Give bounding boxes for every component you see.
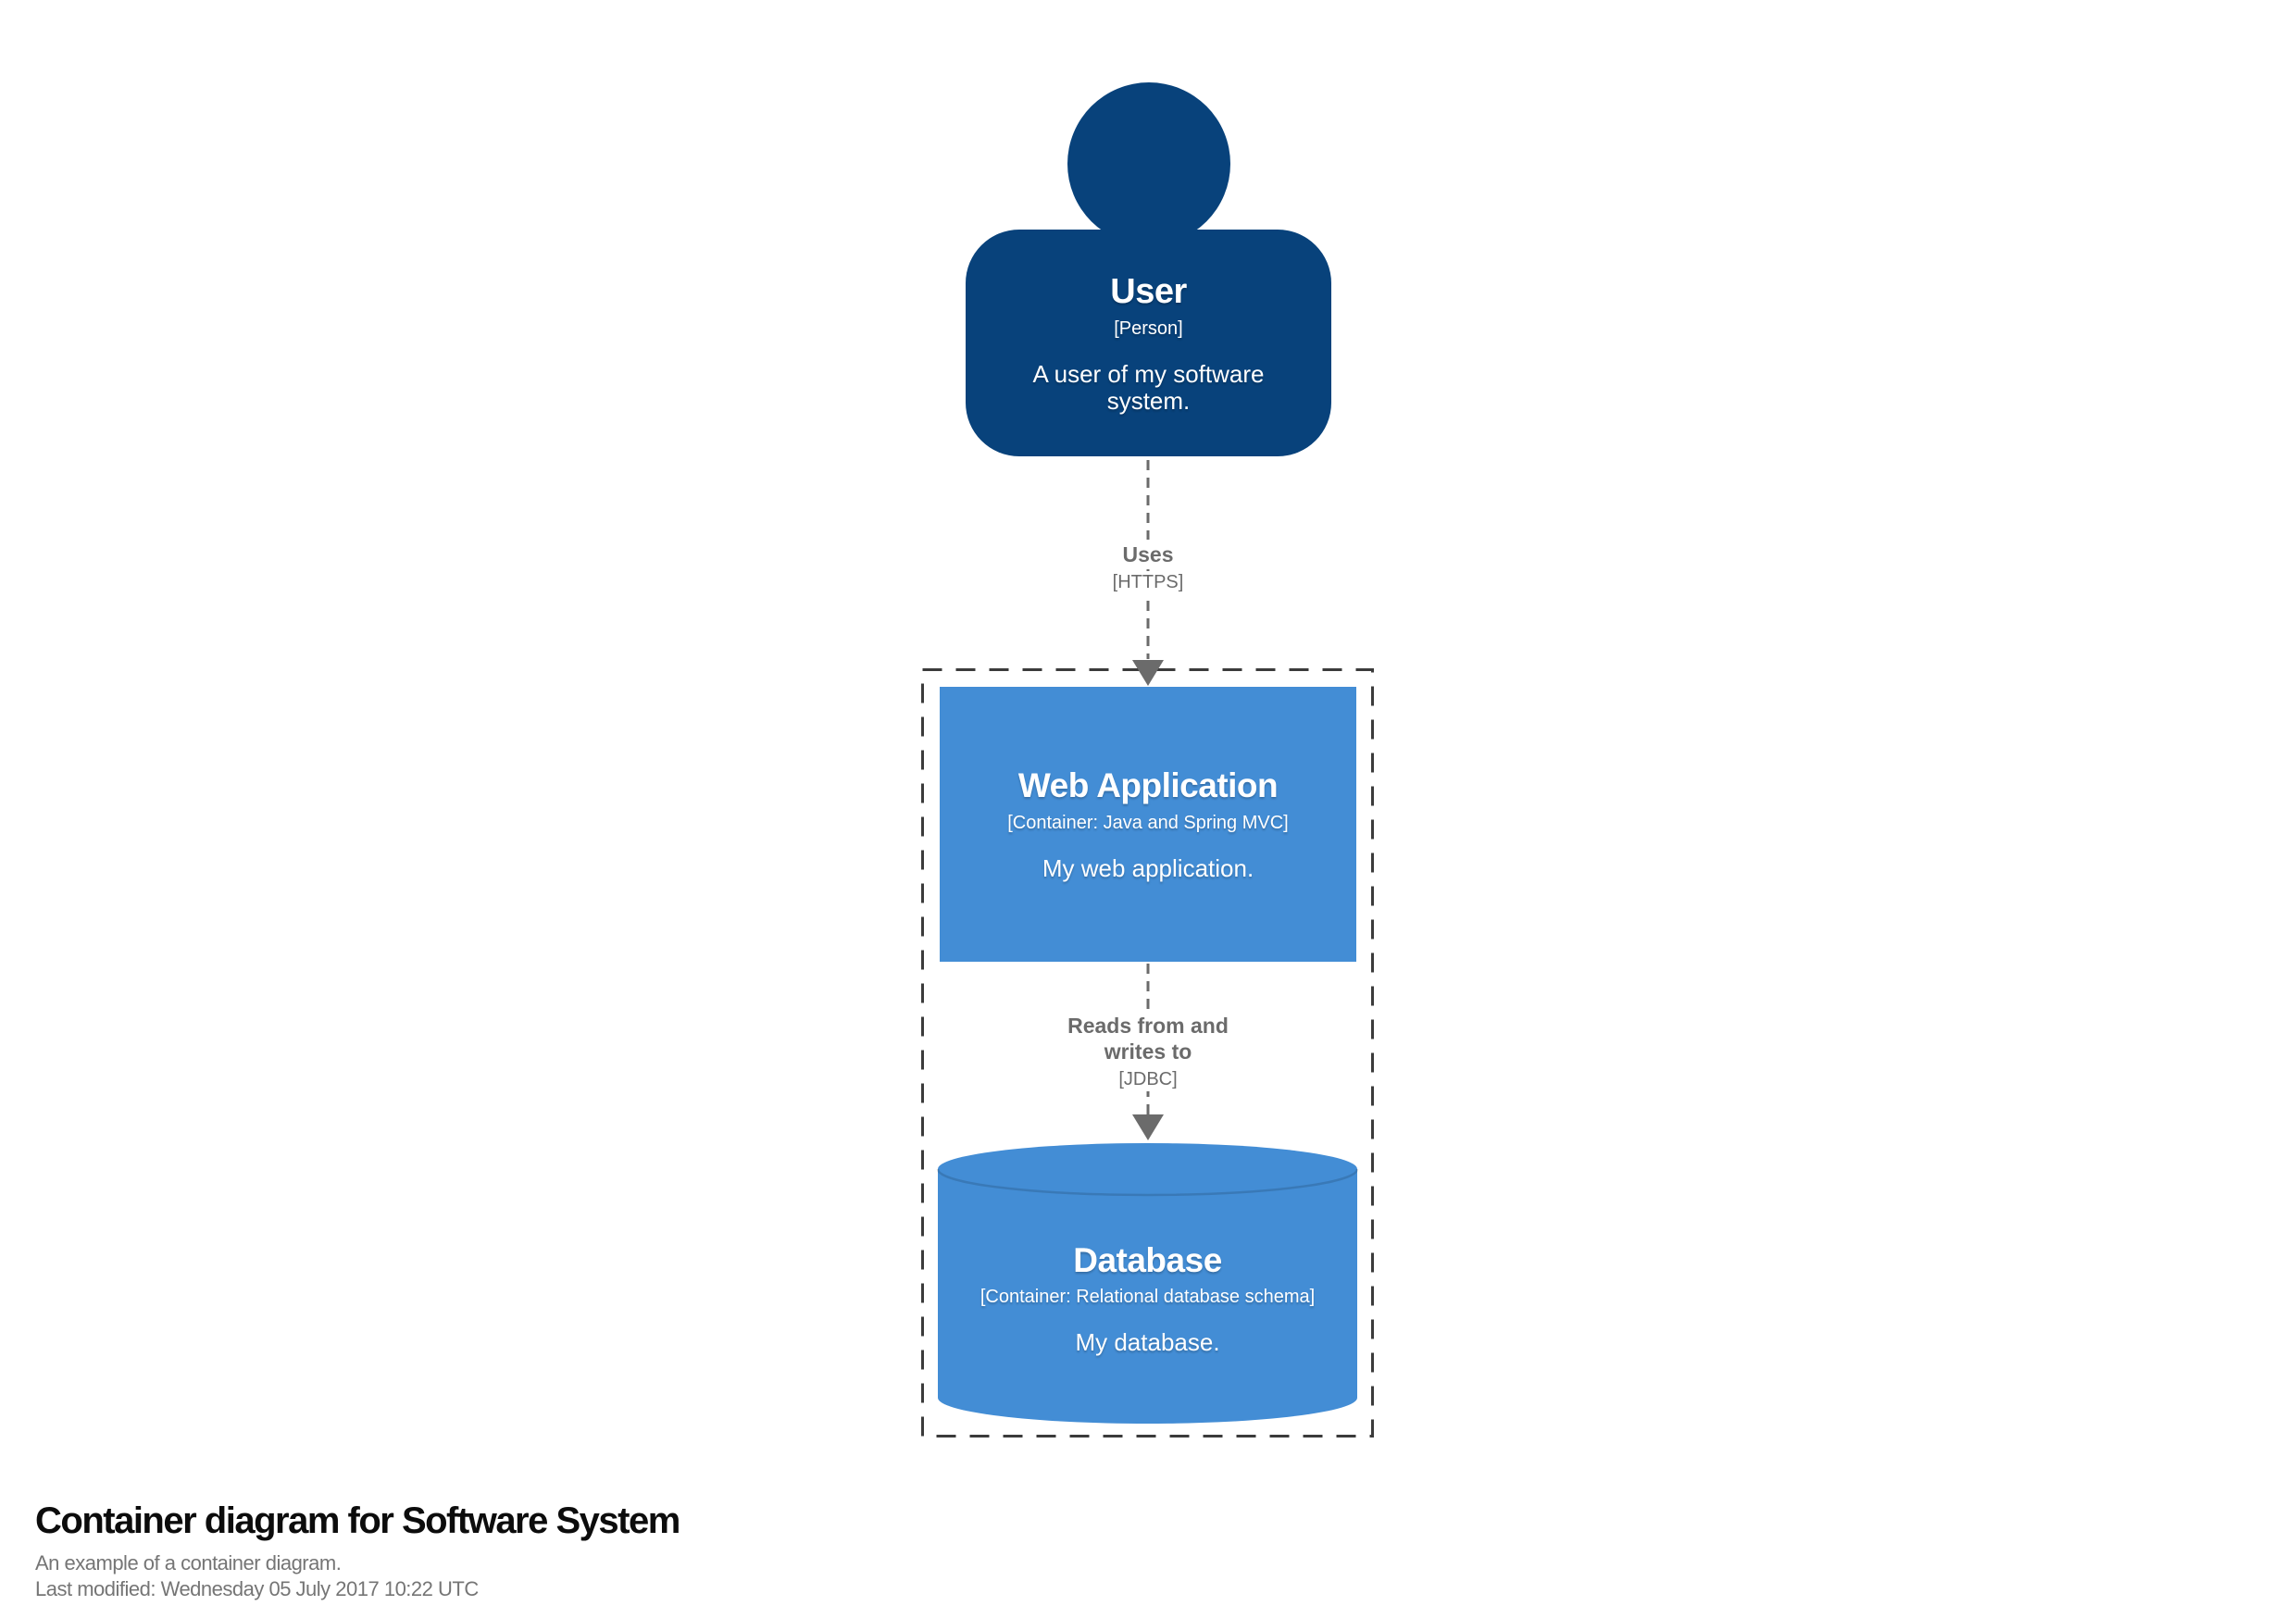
container-database-shape[interactable] — [936, 1143, 1359, 1424]
person-name: User — [1110, 271, 1187, 311]
container-web-application[interactable]: Web Application [Container: Java and Spr… — [940, 687, 1356, 962]
diagram-subtitle: An example of a container diagram. — [35, 1551, 342, 1574]
web-application-name: Web Application — [1017, 766, 1279, 805]
diagram-title: Container diagram for Software System — [35, 1500, 680, 1541]
person-user-head[interactable] — [1067, 82, 1230, 245]
person-type-label: [Person] — [1114, 318, 1183, 340]
relationship-reads-writes-text: Reads from and writes to — [1048, 1011, 1248, 1067]
relationship-uses-arrowhead — [1132, 660, 1164, 686]
relationship-reads-writes-label: Reads from and writes to [JDBC] — [1009, 1011, 1287, 1092]
software-system-boundary — [921, 668, 1374, 1438]
web-application-type-label: [Container: Java and Spring MVC] — [1007, 812, 1289, 833]
relationship-reads-writes-arrowhead — [1132, 1114, 1164, 1140]
diagram-last-modified: Last modified: Wednesday 05 July 2017 10… — [35, 1577, 479, 1600]
diagram-footer: Container diagram for Software System An… — [35, 1501, 680, 1602]
person-user[interactable]: User [Person] A user of my software syst… — [966, 230, 1331, 456]
person-description: A user of my software system. — [1032, 360, 1265, 415]
web-application-description: My web application. — [1042, 853, 1254, 882]
relationship-uses-label: Uses [HTTPS] — [1009, 540, 1287, 595]
database-cylinder-top-arc — [936, 1168, 1359, 1197]
database-cylinder-body — [938, 1143, 1357, 1424]
relationship-reads-writes-technology: [JDBC] — [1111, 1068, 1185, 1092]
relationship-uses-text: Uses — [1113, 540, 1183, 570]
relationship-uses-technology: [HTTPS] — [1104, 571, 1192, 595]
